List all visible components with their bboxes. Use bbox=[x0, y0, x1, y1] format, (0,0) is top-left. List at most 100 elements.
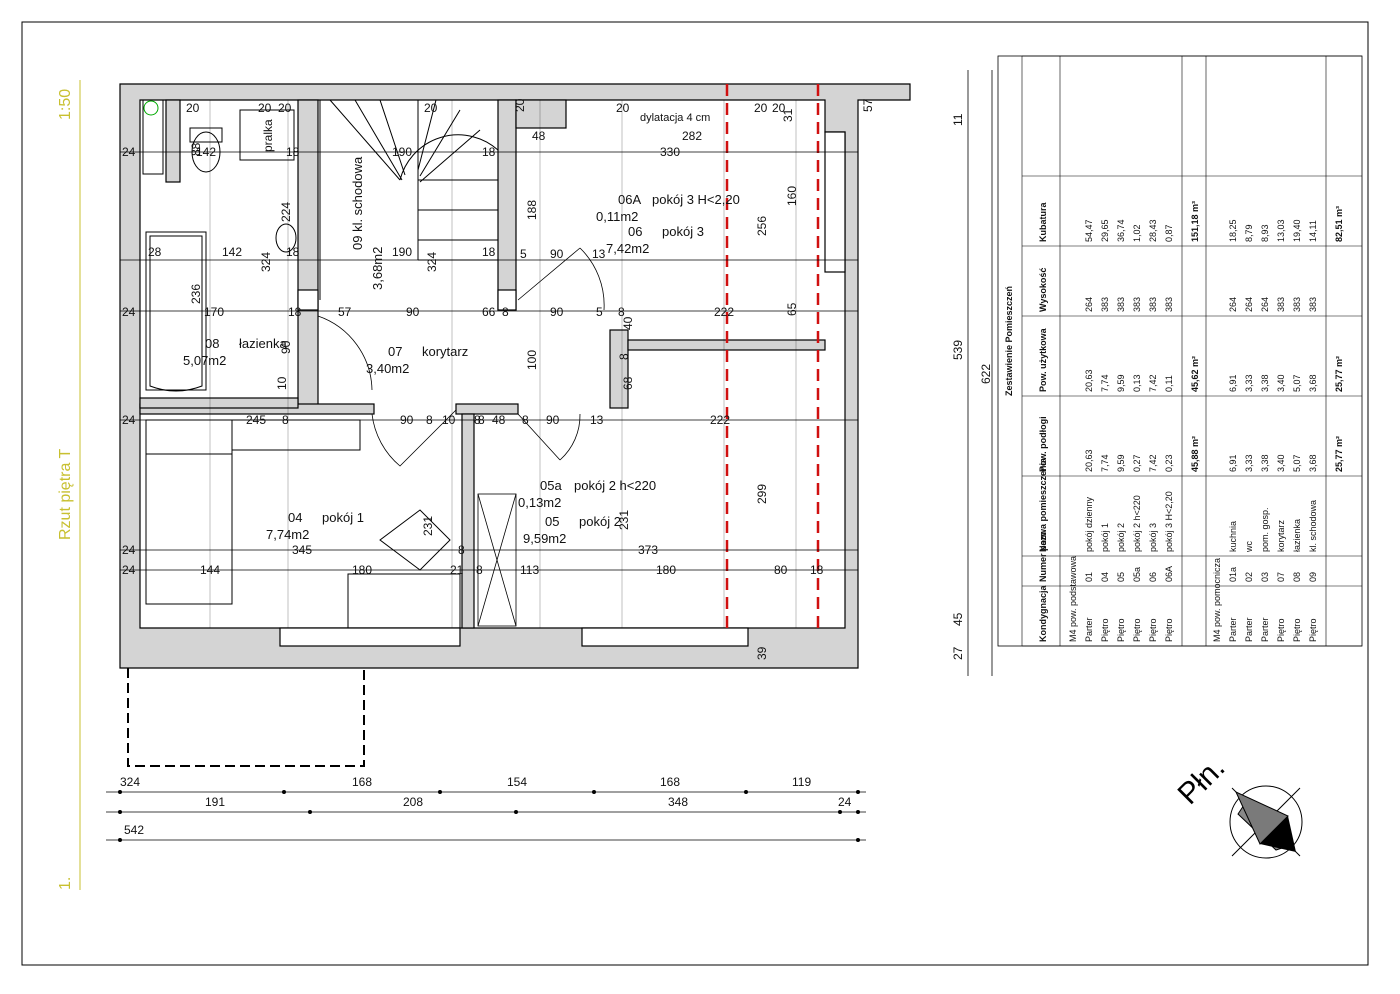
dimension-value: 90 bbox=[406, 305, 420, 319]
dimension-value: 180 bbox=[656, 563, 676, 577]
table-cell: Piętro bbox=[1132, 618, 1142, 642]
dimension-value: 330 bbox=[660, 145, 680, 159]
doors bbox=[317, 247, 605, 467]
dimension-value: 65 bbox=[785, 302, 799, 316]
dimension-value: 5 bbox=[596, 305, 603, 319]
room-schedule-table: Zestawienie PomieszczeńKondygnacjaNumer … bbox=[997, 55, 1363, 647]
dimension-value: 20 bbox=[424, 101, 438, 115]
dimension-value: 224 bbox=[279, 202, 293, 222]
table-cell: 28,43 bbox=[1148, 219, 1158, 242]
table-cell: 7,42 bbox=[1148, 374, 1158, 392]
table-cell: 3,68 bbox=[1308, 374, 1318, 392]
table-cell: 20,63 bbox=[1084, 449, 1094, 472]
table-cell: 264 bbox=[1084, 297, 1094, 312]
dimension-value: 10 bbox=[275, 376, 289, 390]
table-cell: 5,07 bbox=[1292, 454, 1302, 472]
dimension-value: 40 bbox=[621, 316, 635, 330]
dimension-value: 24 bbox=[122, 563, 136, 577]
room-area: 3,40m2 bbox=[366, 361, 409, 376]
table-rotated: Zestawienie PomieszczeńKondygnacjaNumer … bbox=[1004, 55, 1362, 647]
room-area: 0,11m2 bbox=[596, 209, 638, 224]
dimension-value: 90 bbox=[546, 413, 560, 427]
table-cell: 0,11 bbox=[1164, 375, 1174, 392]
table-cell: Piętro bbox=[1276, 618, 1286, 642]
dimension-value: 24 bbox=[122, 145, 136, 159]
table-cell: 383 bbox=[1276, 297, 1286, 312]
dimension-value: 13 bbox=[592, 247, 606, 261]
table-cell: 09 bbox=[1308, 572, 1318, 582]
table-cell: 383 bbox=[1164, 297, 1174, 312]
table-cell: 05a bbox=[1132, 567, 1142, 582]
table-frame bbox=[997, 55, 1363, 647]
dimension-value: 90 bbox=[400, 413, 414, 427]
room-area: 5,07m2 bbox=[183, 353, 226, 368]
room-area: 7,42m2 bbox=[606, 241, 649, 256]
dimension-value: 299 bbox=[755, 484, 769, 504]
dimension-value: 160 bbox=[785, 186, 799, 206]
table-cell: Parter bbox=[1244, 617, 1254, 642]
dimension-value: 24 bbox=[122, 543, 136, 557]
table-cell: Parter bbox=[1260, 617, 1270, 642]
dimension-tick bbox=[856, 810, 860, 814]
dimension-value: 8 bbox=[476, 563, 483, 577]
table-cell: 04 bbox=[1100, 572, 1110, 582]
dimension-value: 113 bbox=[520, 563, 539, 577]
table-cell: 0,23 bbox=[1164, 454, 1174, 472]
room-name: łazienka bbox=[239, 336, 287, 351]
table-cell: Piętro bbox=[1308, 618, 1318, 642]
room-number: 05a bbox=[540, 478, 562, 493]
table-cell: 18,25 bbox=[1228, 219, 1238, 242]
dimension-tick bbox=[856, 838, 860, 842]
dimension-lines bbox=[120, 100, 858, 628]
dimension-value: 90 bbox=[550, 305, 564, 319]
table-cell: 9,59 bbox=[1116, 454, 1126, 472]
dimension-value: 13 bbox=[590, 413, 604, 427]
dimension-value: 191 bbox=[205, 795, 225, 809]
stairs bbox=[319, 99, 499, 300]
table-total: 25,77 m² bbox=[1334, 356, 1344, 392]
dimension-tick bbox=[514, 810, 518, 814]
room-number: 07 bbox=[388, 344, 402, 359]
dimension-value: 18 bbox=[810, 563, 824, 577]
dimension-value: 622 bbox=[979, 364, 993, 384]
table-cell: pom. gosp. bbox=[1260, 507, 1270, 552]
table-cell: 7,74 bbox=[1100, 454, 1110, 472]
dimension-tick bbox=[308, 810, 312, 814]
table-cell: 9,59 bbox=[1116, 374, 1126, 392]
dimension-value: 18 bbox=[286, 245, 300, 259]
table-total: 151,18 m³ bbox=[1190, 201, 1200, 242]
sheet-number: 1. bbox=[57, 877, 74, 890]
dimension-value: 57 bbox=[861, 98, 875, 112]
dimension-value: 24 bbox=[122, 413, 136, 427]
table-cell: 06 bbox=[1148, 572, 1158, 582]
table-cell: 0,87 bbox=[1164, 224, 1174, 242]
dimension-value: 8 bbox=[478, 413, 485, 427]
room-name: pokój 3 H<2,20 bbox=[652, 192, 740, 207]
table-cell: Piętro bbox=[1292, 618, 1302, 642]
dimension-value: 245 bbox=[246, 413, 266, 427]
table-cell: 36,74 bbox=[1116, 219, 1126, 242]
table-cell: 383 bbox=[1132, 297, 1142, 312]
dimension-value: 27 bbox=[951, 646, 965, 660]
dylatacja-label: dylatacja 4 cm bbox=[640, 112, 710, 124]
dimension-value: 236 bbox=[189, 284, 203, 304]
room-number: 06 bbox=[628, 224, 642, 239]
dimension-value: 8 bbox=[458, 543, 465, 557]
room-name: pokój 3 bbox=[662, 224, 704, 239]
table-cell: 3,38 bbox=[1260, 374, 1270, 392]
dimension-value: 45 bbox=[951, 612, 965, 626]
dimension-value: 39 bbox=[755, 646, 769, 660]
room1-furniture bbox=[145, 419, 461, 629]
dimension-value: 20 bbox=[616, 101, 630, 115]
table-cell: 7,74 bbox=[1100, 374, 1110, 392]
table-cell: 01 bbox=[1084, 572, 1094, 582]
room-area: 0,13m2 bbox=[518, 495, 561, 510]
table-cell: 264 bbox=[1260, 297, 1270, 312]
dimension-value: 180 bbox=[352, 563, 372, 577]
table-cell: Piętro bbox=[1148, 618, 1158, 642]
dimension-tick bbox=[744, 790, 748, 794]
dimension-value: 168 bbox=[660, 775, 680, 789]
